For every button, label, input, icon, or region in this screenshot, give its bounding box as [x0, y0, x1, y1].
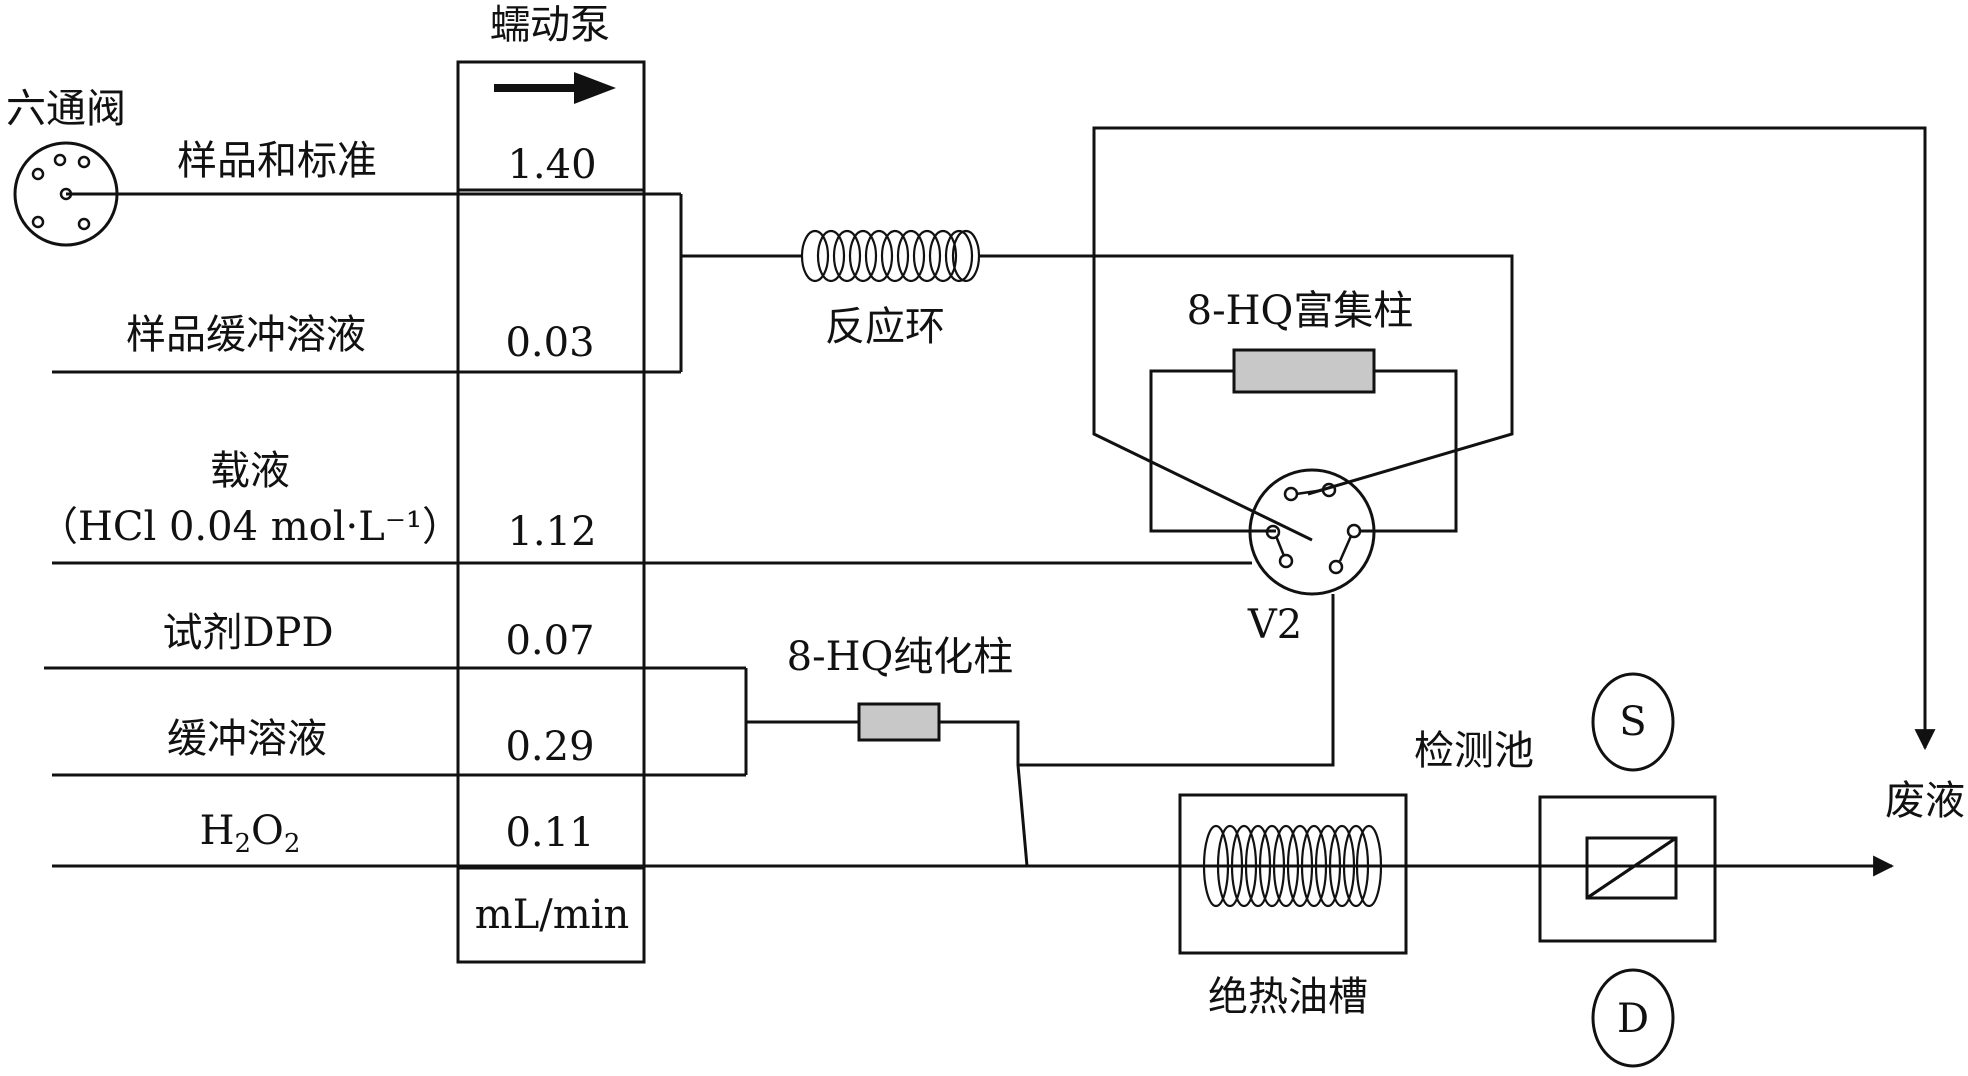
flow-rate-sample: 1.40 — [507, 142, 596, 188]
tubing-column-right — [1360, 369, 1458, 533]
label-carrier: 载液 — [210, 448, 290, 494]
tubing-purification-to-main — [939, 720, 1029, 867]
label-reagent-dpd: 试剂DPD — [162, 610, 333, 656]
flow-rate-sample-buffer: 0.03 — [505, 320, 594, 366]
flow-rate-carrier: 1.12 — [507, 509, 596, 555]
tubing-v2-to-waste — [1092, 126, 1936, 751]
six-port-valve: 六通阀 — [6, 86, 126, 247]
tubing-loop-to-v2 — [979, 254, 1514, 496]
light-source — [1591, 672, 1675, 772]
flow-rate-h2o2: 0.11 — [505, 810, 594, 856]
tubing-column-left — [1149, 369, 1276, 533]
enrichment-column — [1232, 348, 1376, 394]
oil-bath-label: 绝热油槽 — [1208, 974, 1368, 1020]
label-carrier-detail: （HCl 0.04 mol·L⁻¹） — [38, 504, 462, 550]
reaction-loop-label: 反应环 — [825, 304, 945, 350]
pump-title: 蠕动泵 — [490, 2, 610, 48]
purification-column — [857, 702, 941, 742]
oil-bath-coil-icon — [1202, 824, 1383, 908]
waste-label: 废液 — [1885, 778, 1965, 824]
flow-rate-buffer: 0.29 — [505, 724, 594, 770]
valve-v2-icon — [1248, 468, 1376, 596]
reaction-loop-coil-icon — [800, 229, 981, 283]
purification-column-label: 8-HQ纯化柱 — [787, 634, 1014, 680]
light-source-label: S — [1619, 699, 1646, 745]
valve-v2 — [1248, 468, 1376, 596]
tubing-sample-line — [52, 192, 802, 374]
oil-bath — [1178, 793, 1408, 955]
pump-box — [456, 60, 646, 964]
label-buffer: 缓冲溶液 — [167, 716, 327, 762]
label-h2o2: H2O2 — [200, 808, 301, 859]
label-sample-buffer: 样品缓冲溶液 — [126, 312, 366, 358]
flow-rate-unit: mL/min — [475, 892, 629, 938]
label-sample-and-standard: 样品和标准 — [177, 138, 377, 184]
enrichment-column-label: 8-HQ富集柱 — [1187, 288, 1414, 334]
detector-label: D — [1617, 996, 1649, 1042]
tubing-v2-to-main — [1018, 594, 1335, 767]
detector — [1591, 968, 1675, 1068]
flow-rate-reagent: 0.07 — [505, 618, 594, 664]
valve-v2-label: V2 — [1247, 602, 1302, 648]
detection-cell-label: 检测池 — [1414, 728, 1534, 774]
six-port-valve-label: 六通阀 — [6, 86, 126, 132]
pump-direction-arrow-icon — [494, 72, 616, 104]
tubing-reagent-buffer — [44, 666, 859, 777]
peristaltic-pump: 蠕动泵 1.40 0.03 1.12 0.07 0.29 0.11 mL/min — [456, 2, 646, 964]
detection-cell — [1538, 795, 1717, 943]
